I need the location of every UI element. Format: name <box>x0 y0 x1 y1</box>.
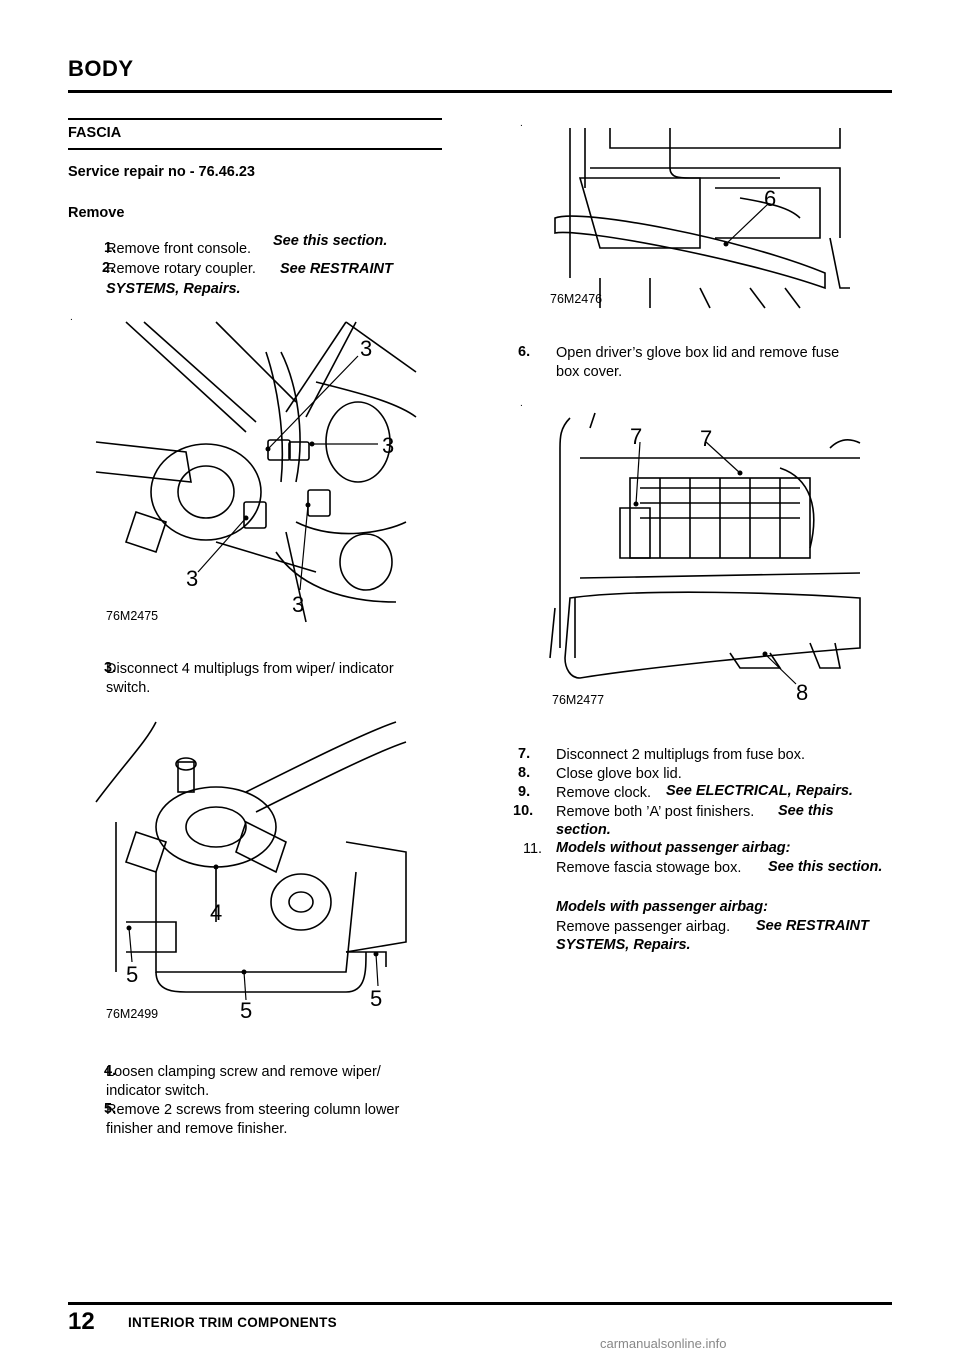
models-with-airbag: Models with passenger airbag: <box>556 899 768 915</box>
figure-marker: . <box>520 118 523 129</box>
step-number: 3. <box>104 660 117 676</box>
step-number: 7. <box>518 746 531 762</box>
step-number: 11. <box>523 841 543 857</box>
step4-text: Loosen clamping screw and remove wiper/ <box>106 1064 381 1080</box>
step-number: 10. <box>513 803 534 819</box>
step5-text: Remove 2 screws from steering column low… <box>106 1102 400 1118</box>
step4-text-cont: indicator switch. <box>106 1083 210 1099</box>
figure-code: 76M2475 <box>106 609 158 623</box>
step10-text: Remove both ’A’ post finishers. <box>556 804 755 820</box>
with-airbag-text: Remove passenger airbag. <box>556 919 731 935</box>
figure-code: 76M2499 <box>106 1007 158 1021</box>
figure-marker: . <box>70 312 73 323</box>
footer-section-title: INTERIOR TRIM COMPONENTS <box>128 1315 337 1330</box>
callout: 5 <box>126 962 138 987</box>
without-airbag-ref: See this section. <box>768 859 883 875</box>
figure-glove-box-lid: 6 76M2476 <box>550 128 850 309</box>
remove-heading: Remove <box>68 205 125 221</box>
callout: 5 <box>370 986 382 1011</box>
callout: 3 <box>186 566 198 591</box>
step-number: 9. <box>518 784 531 800</box>
step10-ref: See this <box>778 803 834 819</box>
service-repair-number: Service repair no - 76.46.23 <box>68 164 255 180</box>
step9-ref: See ELECTRICAL, Repairs. <box>666 783 853 799</box>
step2-ref: See RESTRAINT <box>280 261 393 277</box>
figure-steering-column-finisher: 4 5 5 5 76M2499 <box>95 721 407 1023</box>
callout: 3 <box>292 592 304 617</box>
steps-1-2: 1. Remove front console. See this sectio… <box>68 233 442 300</box>
step8-text: Close glove box lid. <box>556 766 682 782</box>
figure-code: 76M2477 <box>552 693 604 707</box>
step10-ref-cont: section. <box>556 822 611 838</box>
step7-text: Disconnect 2 multiplugs from fuse box. <box>556 747 806 763</box>
callout: 5 <box>240 998 252 1023</box>
figure-wiper-switch-multiplugs: 3 3 3 3 76M2475 <box>95 321 417 623</box>
callout: 3 <box>360 336 372 361</box>
section-title: FASCIA <box>68 125 122 141</box>
step-number: 1. <box>104 240 117 256</box>
section-rule-bottom <box>68 148 442 150</box>
step-number: 6. <box>518 344 531 360</box>
step9-text: Remove clock. <box>556 785 652 801</box>
step-number: 8. <box>518 765 531 781</box>
callout: 4 <box>210 900 222 925</box>
watermark: carmanualsonline.info <box>600 1336 727 1351</box>
step6-text-cont: box cover. <box>556 364 623 380</box>
page-header-title: BODY <box>68 56 134 81</box>
figure-fuse-box: 7 7 8 76M2477 <box>549 412 861 707</box>
header-rule <box>68 90 892 93</box>
step5-text-cont: finisher and remove finisher. <box>106 1121 288 1137</box>
step6-text: Open driver’s glove box lid and remove f… <box>556 345 840 361</box>
with-airbag-ref-cont: SYSTEMS, Repairs. <box>556 937 691 953</box>
callout: 6 <box>764 186 776 211</box>
step1-ref: See this section. <box>273 233 388 249</box>
page-number: 12 <box>68 1308 95 1335</box>
figure-code: 76M2476 <box>550 292 602 306</box>
step-number: 4. <box>104 1063 117 1079</box>
footer-rule <box>68 1302 892 1305</box>
step2-text: Remove rotary coupler. <box>106 261 256 277</box>
step-number: 5. <box>104 1101 117 1117</box>
section-rule-top <box>68 118 442 120</box>
step1-text: Remove front console. <box>106 241 252 257</box>
models-without-airbag: Models without passenger airbag: <box>556 840 791 856</box>
figure-marker: . <box>520 398 523 409</box>
without-airbag-text: Remove fascia stowage box. <box>556 860 742 876</box>
callout: 3 <box>382 433 394 458</box>
steps-7-11: 7. Disconnect 2 multiplugs from fuse box… <box>513 746 892 966</box>
step3-text: Disconnect 4 multiplugs from wiper/ indi… <box>106 661 394 677</box>
callout: 7 <box>630 424 642 449</box>
step2-ref-cont: SYSTEMS, Repairs. <box>106 281 241 297</box>
callout: 8 <box>796 680 808 705</box>
step3-text-cont: switch. <box>106 680 151 696</box>
callout: 7 <box>700 426 712 451</box>
with-airbag-ref: See RESTRAINT <box>756 918 869 934</box>
